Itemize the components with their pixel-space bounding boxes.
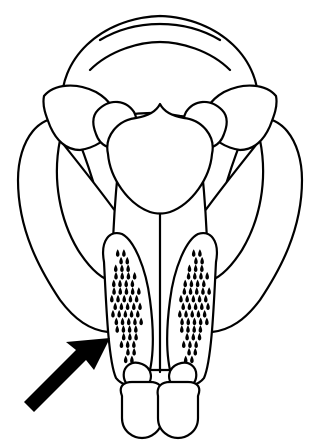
- right-terminal-segment: [158, 382, 200, 438]
- left-terminal-segment: [121, 382, 163, 438]
- black-arrow-pointer: [24, 338, 110, 412]
